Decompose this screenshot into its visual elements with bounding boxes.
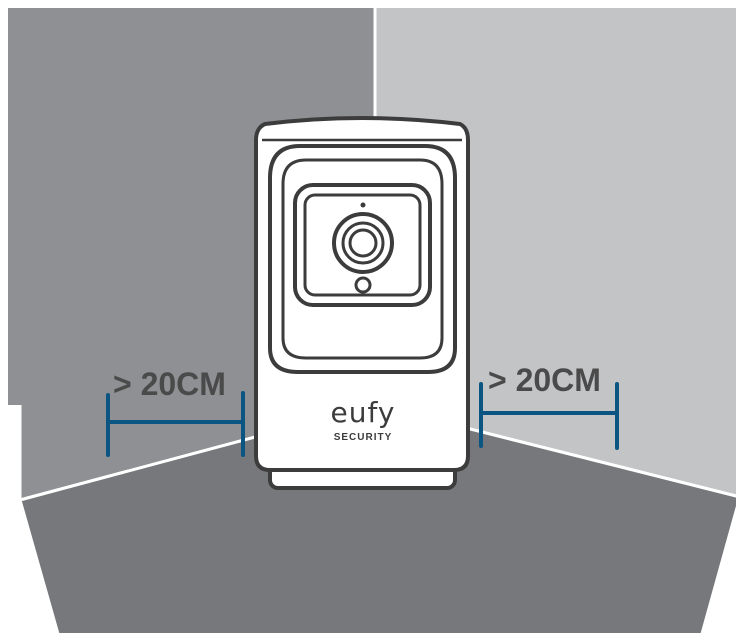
- right-clearance-marker: [479, 382, 619, 450]
- right-distance-label: > 20CM: [488, 362, 601, 398]
- camera-indicator: [360, 202, 366, 208]
- left-clearance-marker: [106, 391, 245, 457]
- security-camera-icon: [254, 116, 470, 490]
- brand-logo: eufy: [331, 396, 396, 429]
- left-distance-label: > 20CM: [113, 366, 226, 402]
- camera-sensor: [354, 276, 372, 294]
- brand-subtitle: SECURITY: [334, 432, 393, 443]
- camera-lens-inner: [348, 228, 378, 258]
